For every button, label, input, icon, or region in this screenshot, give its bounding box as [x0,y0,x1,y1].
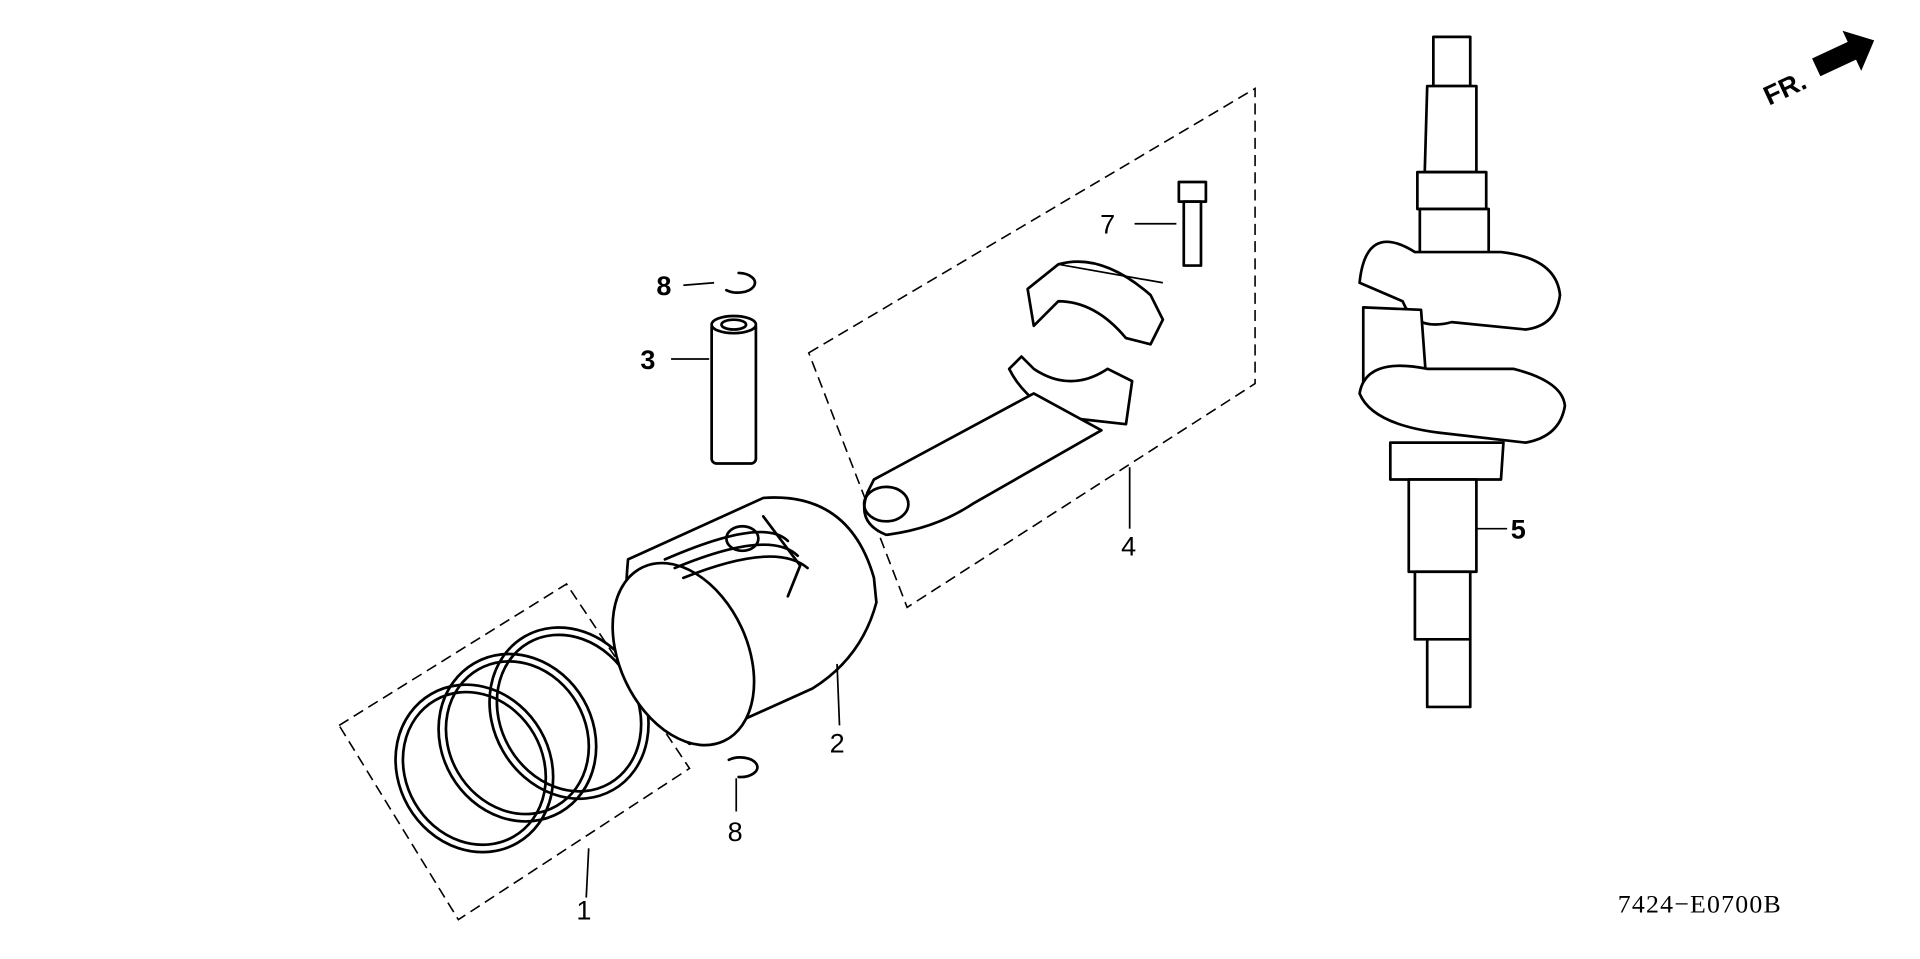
callout-5: 5 [1511,515,1526,545]
front-direction-marker: FR. [1759,30,1875,112]
callout-2: 2 [830,728,845,758]
piston[interactable] [585,496,878,768]
connecting-rod-assembly[interactable] [807,87,1256,609]
callout-7: 7 [1100,210,1115,240]
piston-pin-clip-lower[interactable] [727,756,759,812]
callout-8-lower: 8 [728,817,743,847]
connecting-rod-bolt[interactable] [1134,180,1208,267]
callout-8-upper: 8 [656,271,671,301]
fr-label: FR. [1759,66,1811,112]
piston-pin-clip-upper[interactable] [683,271,757,294]
callout-1: 1 [576,896,591,926]
crankshaft[interactable] [1358,35,1567,709]
piston-pin[interactable] [671,314,758,465]
drawing-code: 7424−E0700B [1618,889,1782,918]
callout-3: 3 [640,345,655,375]
callout-4: 4 [1121,532,1136,562]
piston-ring-set[interactable] [338,582,691,921]
arrow-right-icon [1812,30,1875,77]
